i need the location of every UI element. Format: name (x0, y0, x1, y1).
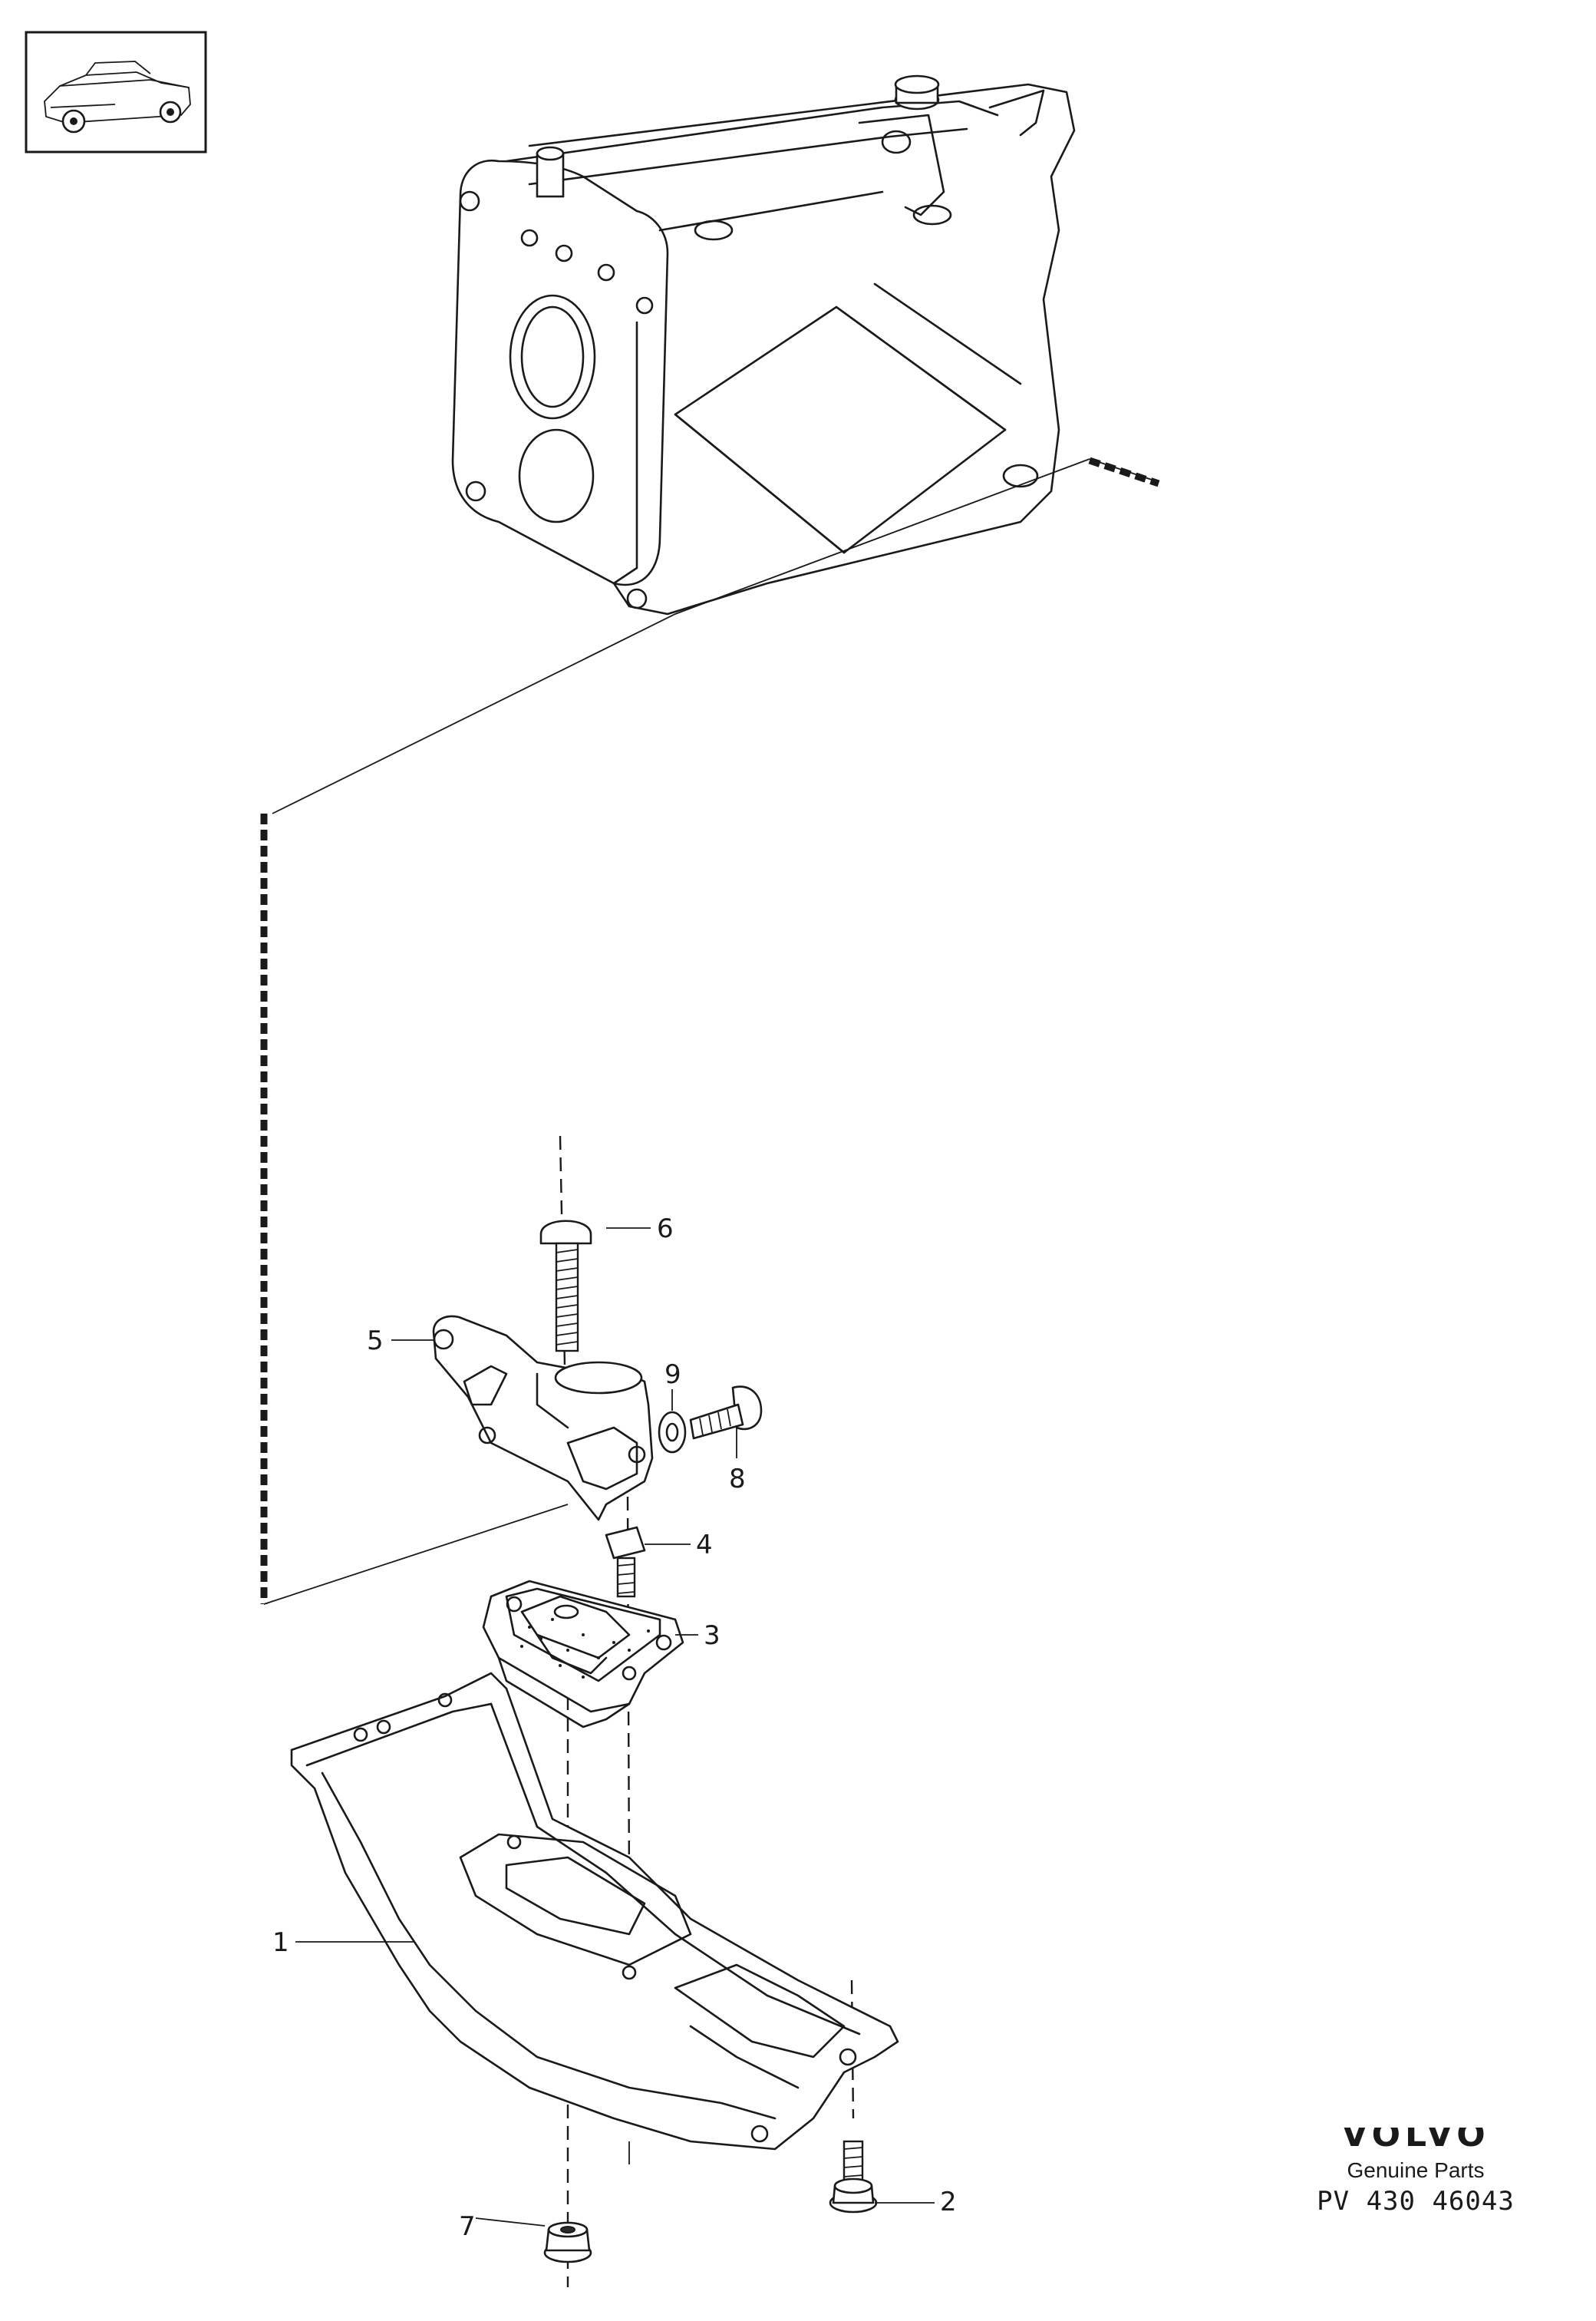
gearbox-housing-illustration (451, 74, 1076, 616)
callout-2: 2 (940, 2187, 957, 2217)
part-1-crossmember (290, 1672, 899, 2151)
genuine-parts-label: Genuine Parts (1347, 2158, 1485, 2182)
callout-numbers: 1 2 3 4 5 6 7 8 9 (272, 1213, 957, 2242)
illustration-code: PV 430 46043 (1317, 2186, 1515, 2217)
callout-6: 6 (657, 1213, 674, 1244)
callout-leader-lines (295, 1227, 935, 2227)
part-3-rubber-mount (482, 1580, 684, 1728)
part-4-bolt (605, 1526, 646, 1598)
part-6-bolt (539, 1220, 592, 1352)
callout-7: 7 (459, 2211, 476, 2242)
part-7-flange-nut (543, 2221, 592, 2263)
callout-8: 8 (729, 1464, 746, 1494)
callout-5: 5 (367, 1326, 384, 1356)
part-5-mount-bracket (432, 1315, 654, 1521)
part-2-flange-bolt (829, 2140, 878, 2214)
brand-logo-text: VOLVO (1341, 2128, 1490, 2148)
callout-4: 4 (696, 1530, 713, 1560)
part-9-washer (658, 1411, 687, 1454)
callout-3: 3 (704, 1620, 721, 1651)
callout-9: 9 (664, 1359, 681, 1390)
callout-1: 1 (272, 1927, 289, 1958)
part-8-bolt (689, 1385, 763, 1440)
sedan-car-icon (25, 31, 207, 154)
